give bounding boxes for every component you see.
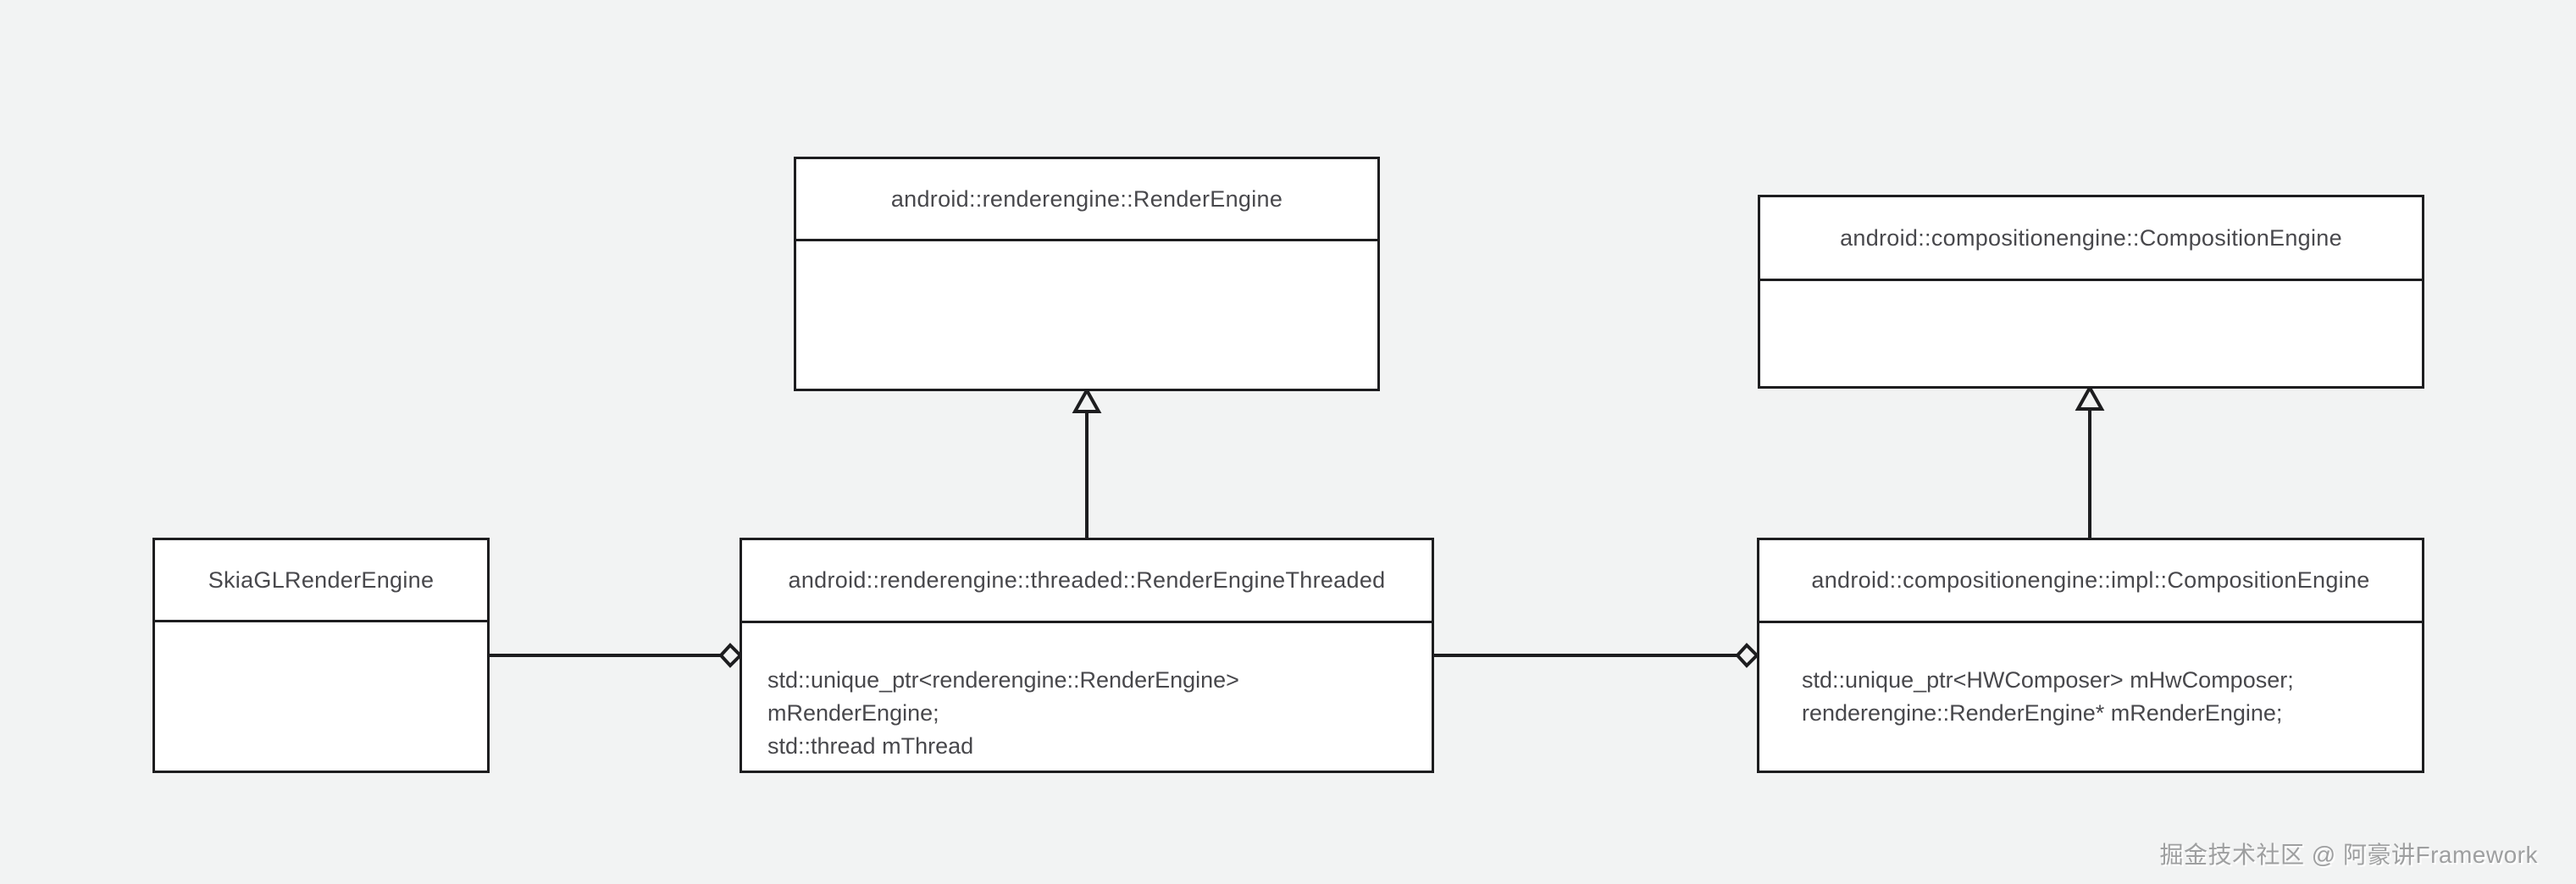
class-title: SkiaGLRenderEngine xyxy=(155,540,487,622)
member-line: renderengine::RenderEngine* mRenderEngin… xyxy=(1802,700,2283,726)
class-title: android::compositionengine::CompositionE… xyxy=(1760,197,2422,281)
class-box-render-engine: android::renderengine::RenderEngine xyxy=(794,157,1380,391)
member-line: std::unique_ptr<renderengine::RenderEngi… xyxy=(767,667,1239,726)
member-line: std::thread mThread xyxy=(767,733,974,759)
class-title: android::renderengine::RenderEngine xyxy=(796,159,1377,241)
class-box-composition-engine: android::compositionengine::CompositionE… xyxy=(1758,195,2424,389)
class-members: std::unique_ptr<HWComposer> mHwComposer;… xyxy=(1759,623,2422,730)
class-box-skia-gl-render-engine: SkiaGLRenderEngine xyxy=(152,538,490,773)
class-title: android::compositionengine::impl::Compos… xyxy=(1759,540,2422,623)
aggregation-diamond-icon xyxy=(1735,643,1759,668)
class-box-impl-composition-engine: android::compositionengine::impl::Compos… xyxy=(1757,538,2424,773)
inheritance-arrowhead-icon xyxy=(2075,384,2105,411)
aggregation-diamond-icon xyxy=(718,643,743,668)
class-title: android::renderengine::threaded::RenderE… xyxy=(742,540,1432,623)
inheritance-arrowhead-icon xyxy=(1072,386,1102,413)
class-members: std::unique_ptr<renderengine::RenderEngi… xyxy=(742,623,1432,763)
class-box-render-engine-threaded: android::renderengine::threaded::RenderE… xyxy=(740,538,1434,773)
watermark-text: 掘金技术社区 @ 阿豪讲Framework xyxy=(2159,842,2538,868)
member-line: std::unique_ptr<HWComposer> mHwComposer; xyxy=(1802,667,2294,693)
